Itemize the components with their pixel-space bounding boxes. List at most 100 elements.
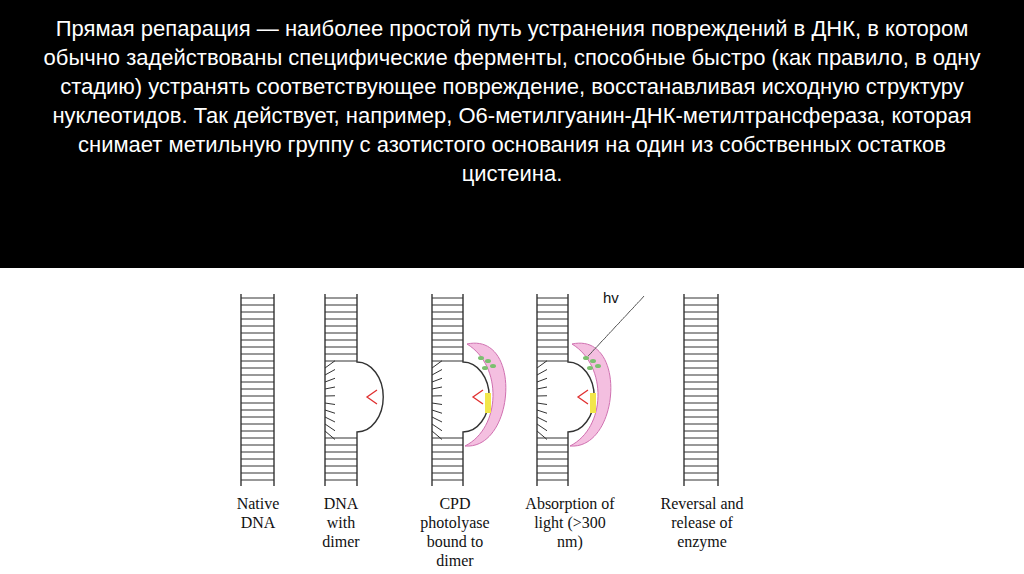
base-pair — [684, 396, 718, 397]
base-pair — [684, 368, 718, 369]
base-pair — [325, 480, 357, 481]
base-stub — [432, 370, 442, 376]
base-pair — [325, 312, 357, 313]
base-pair — [241, 305, 274, 306]
base-pair — [684, 431, 718, 432]
dna-strand-bulge — [568, 294, 594, 486]
caption: Reversal and release of enzyme — [659, 494, 745, 551]
photolyase-enzyme — [465, 343, 506, 446]
base-pair — [325, 333, 357, 334]
caption: Native DNA — [228, 494, 288, 532]
base-pair — [325, 354, 357, 355]
light-symbol: hv — [603, 289, 619, 306]
base-pair — [325, 347, 357, 348]
base-pair — [684, 333, 718, 334]
base-pair — [432, 466, 463, 467]
base-pair — [241, 459, 274, 460]
dna-strand-bulge — [463, 294, 489, 486]
base-pair — [241, 312, 274, 313]
base-stub — [537, 361, 547, 368]
base-pair — [537, 459, 568, 460]
base-stub — [537, 370, 547, 376]
base-pair — [432, 480, 463, 481]
base-pair — [241, 347, 274, 348]
dna-strand — [717, 294, 718, 486]
base-pair — [684, 382, 718, 383]
base-pair — [432, 319, 463, 320]
base-pair — [432, 445, 463, 446]
base-pair — [684, 452, 718, 453]
base-pair — [325, 438, 357, 439]
base-stub — [325, 395, 335, 396]
photolyase-enzyme — [570, 343, 611, 446]
base-pair — [432, 340, 463, 341]
base-pair — [684, 480, 718, 481]
base-pair — [537, 326, 568, 327]
dna-strand — [683, 294, 684, 486]
chromophore — [590, 359, 596, 363]
caption: Absorption of light (>300 nm) — [525, 494, 615, 551]
base-stub — [325, 417, 335, 422]
base-pair — [684, 473, 718, 474]
base-pair — [537, 438, 568, 439]
base-pair — [684, 347, 718, 348]
base-pair — [684, 445, 718, 446]
base-pair — [241, 431, 274, 432]
base-pair — [537, 354, 568, 355]
base-pair — [241, 473, 274, 474]
base-stub — [537, 387, 547, 389]
base-pair — [537, 333, 568, 334]
base-pair — [325, 361, 357, 362]
base-pair — [684, 319, 718, 320]
base-pair — [241, 368, 274, 369]
base-pair — [241, 466, 274, 467]
base-pair — [432, 298, 463, 299]
base-pair — [241, 396, 274, 397]
base-stub — [432, 378, 442, 382]
base-pair — [325, 319, 357, 320]
base-pair — [684, 466, 718, 467]
base-pair — [241, 375, 274, 376]
caption: DNA with dimer — [311, 494, 371, 551]
base-pair — [325, 305, 357, 306]
base-stub — [325, 378, 335, 382]
base-pair — [241, 340, 274, 341]
dna-strand — [273, 294, 274, 486]
dna-strand — [536, 294, 537, 486]
base-pair — [325, 452, 357, 453]
base-pair — [241, 438, 274, 439]
base-pair — [537, 473, 568, 474]
base-pair — [241, 403, 274, 404]
base-pair — [537, 340, 568, 341]
base-pair — [684, 375, 718, 376]
base-pair — [432, 333, 463, 334]
base-stub — [537, 403, 547, 405]
dna-strand — [240, 294, 241, 486]
base-pair — [684, 298, 718, 299]
base-pair — [241, 333, 274, 334]
caption: CPD photolyase bound to dimer — [408, 494, 503, 570]
base-pair — [684, 312, 718, 313]
base-pair — [241, 361, 274, 362]
base-stub — [537, 424, 547, 431]
base-pair — [432, 305, 463, 306]
base-stub — [325, 361, 335, 368]
base-pair — [537, 305, 568, 306]
base-stub — [325, 370, 335, 376]
dna-strand-bulge — [357, 294, 383, 486]
base-pair — [432, 354, 463, 355]
base-pair — [684, 326, 718, 327]
base-stub — [325, 410, 335, 413]
base-pair — [684, 305, 718, 306]
chromophore — [595, 364, 601, 368]
base-pair — [537, 452, 568, 453]
base-pair — [325, 326, 357, 327]
base-pair — [684, 389, 718, 390]
base-pair — [325, 459, 357, 460]
base-pair — [684, 417, 718, 418]
base-stub — [537, 417, 547, 422]
base-pair — [684, 340, 718, 341]
base-pair — [241, 389, 274, 390]
base-pair — [432, 326, 463, 327]
dna-strand — [324, 294, 325, 486]
